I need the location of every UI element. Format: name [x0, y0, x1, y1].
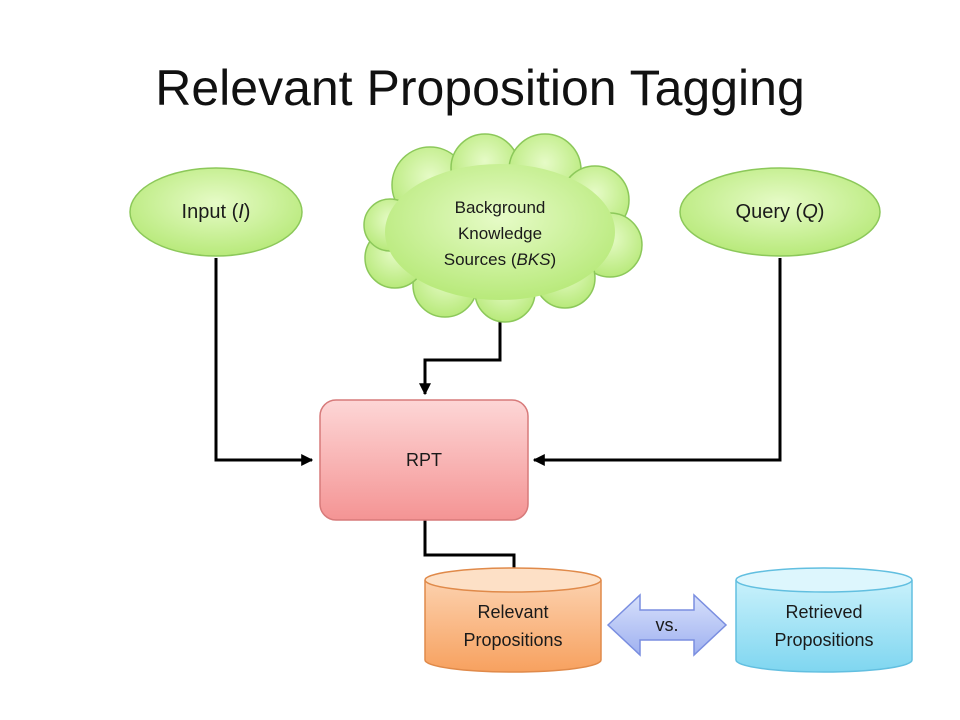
retrieved-propositions-label: Retrieved Propositions: [774, 602, 874, 650]
retrieved-propositions-cylinder: [735, 567, 913, 673]
query-label: Query (Q): [735, 200, 825, 223]
connector-query-to-rpt: [532, 258, 782, 466]
rpt-label: RPT: [406, 449, 442, 470]
relevant-propositions-label: Relevant Propositions: [463, 602, 563, 650]
query-node: [679, 167, 881, 257]
relevant-propositions-cylinder: [424, 567, 602, 673]
bks-cloud-node: [363, 133, 643, 323]
connector-bks-to-rpt: [419, 318, 502, 396]
versus-label: vs.: [655, 614, 679, 635]
input-node: [129, 167, 303, 257]
versus-double-arrow: [606, 593, 728, 657]
slide-title: Relevant Proposition Tagging: [155, 60, 805, 116]
bks-label: Background Knowledge Sources (BKS): [443, 198, 557, 269]
input-label: Input (I): [181, 200, 251, 223]
rpt-node: [319, 399, 529, 521]
connector-input-to-rpt: [214, 258, 314, 466]
